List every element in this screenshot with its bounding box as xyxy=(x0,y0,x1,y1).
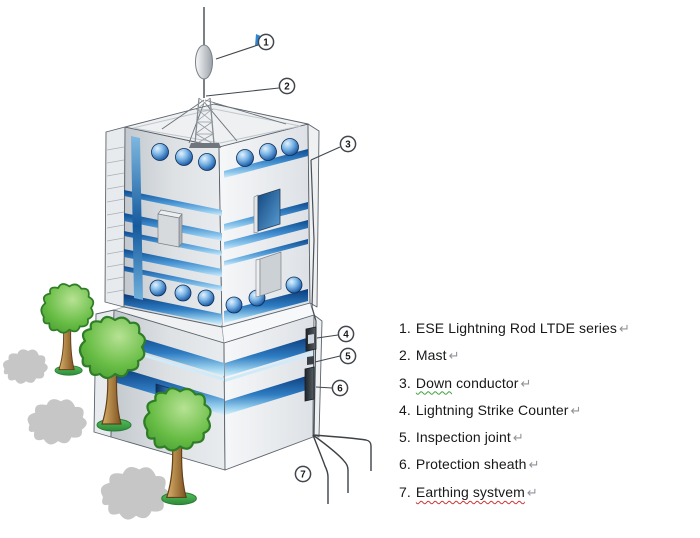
callout-4: 4 xyxy=(337,325,355,343)
legend-item-5: 5.Inspection joint↵ xyxy=(399,424,630,451)
box-window xyxy=(157,209,183,248)
guy-wires xyxy=(161,99,287,144)
strike-counter-device xyxy=(305,326,317,352)
vertical-glass-stripe xyxy=(131,136,143,300)
rect-window xyxy=(253,188,281,234)
legend-text: Mast xyxy=(415,347,447,364)
legend-text: Inspection joint xyxy=(415,429,511,446)
legend-item-1: 1.ESE Lightning Rod LTDE series↵ xyxy=(399,315,630,342)
return-mark-icon: ↵ xyxy=(570,402,582,418)
legend-item-7: 7.Earthing systvem↵ xyxy=(399,479,630,506)
tree-shadow xyxy=(100,467,170,520)
svg-text:5: 5 xyxy=(345,352,351,363)
tree-shadow xyxy=(27,399,87,445)
lattice-mast xyxy=(189,97,221,148)
callout-6: 6 xyxy=(331,379,349,397)
misspelled-word: Earthing systvem xyxy=(415,483,525,500)
legend-item-3: 3.Down conductor↵ xyxy=(399,370,630,397)
svg-text:3: 3 xyxy=(345,140,351,151)
inspection-joint-device xyxy=(307,356,314,365)
return-mark-icon: ↵ xyxy=(618,321,630,336)
down-conductor-system xyxy=(304,159,372,504)
legend-list: 1.ESE Lightning Rod LTDE series↵ 2.Mast↵… xyxy=(399,315,630,506)
callout-2: 2 xyxy=(278,77,296,95)
legend-item-6: 6.Protection sheath↵ xyxy=(399,451,630,478)
tree-shadow xyxy=(2,349,48,384)
misspelled-word: Down xyxy=(415,374,453,391)
down-conductor-cable xyxy=(310,159,317,435)
legend-text: Protection sheath xyxy=(415,456,527,473)
callouts: 1 2 3 4 5 6 7 xyxy=(205,33,357,483)
callout-5: 5 xyxy=(339,347,357,365)
protection-sheath-device xyxy=(304,366,315,402)
svg-text:6: 6 xyxy=(337,384,343,395)
callout-1: 1 xyxy=(257,33,275,51)
svg-text:1: 1 xyxy=(263,38,269,49)
return-mark-icon: ↵ xyxy=(512,430,524,446)
legend-number: 2. xyxy=(399,347,411,364)
legend-number: 5. xyxy=(399,429,411,446)
legend-text: Lightning Strike Counter xyxy=(415,401,569,418)
mast-and-rod xyxy=(161,7,287,148)
legend-item-2: 2.Mast↵ xyxy=(399,342,630,369)
facade-stripes xyxy=(224,149,308,323)
svg-text:4: 4 xyxy=(343,330,349,341)
legend-number: 6. xyxy=(399,456,411,473)
roof xyxy=(124,103,309,148)
return-mark-icon: ↵ xyxy=(448,348,460,364)
legend-text: conductor xyxy=(452,374,519,391)
ese-lightning-rod xyxy=(195,7,213,98)
legend-text: ESE Lightning Rod LTDE series xyxy=(415,320,617,336)
legend-number: 4. xyxy=(399,401,411,418)
callout-3: 3 xyxy=(339,135,357,153)
side-ridges xyxy=(106,146,125,294)
legend-number: 7. xyxy=(399,483,411,500)
svg-text:2: 2 xyxy=(284,82,290,93)
legend-number: 1. xyxy=(399,320,411,336)
return-mark-icon: ↵ xyxy=(528,457,540,473)
svg-text:7: 7 xyxy=(300,470,306,481)
return-mark-icon: ↵ xyxy=(526,484,538,500)
callout-7: 7 xyxy=(294,465,312,483)
legend-item-4: 4.Lightning Strike Counter↵ xyxy=(399,397,630,424)
facade-stripes xyxy=(225,336,313,415)
legend-number: 3. xyxy=(399,374,411,391)
building-upper-block xyxy=(104,103,320,328)
return-mark-icon: ↵ xyxy=(520,375,532,391)
earthing-wires xyxy=(312,434,372,504)
box-window xyxy=(255,251,282,298)
